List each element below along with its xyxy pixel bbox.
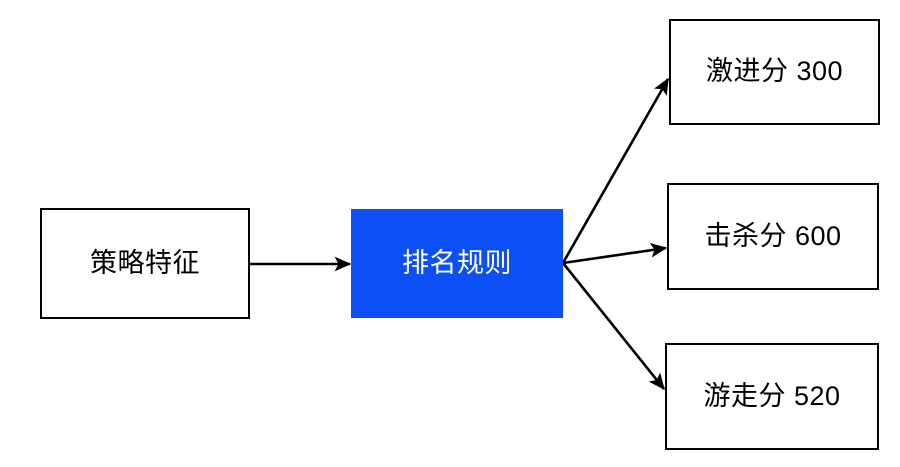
node-aggressive-score[interactable]: 激进分 300 [669,19,880,125]
node-roaming-score[interactable]: 游走分 520 [665,343,879,450]
node-ranking-rule[interactable]: 排名规则 [351,209,563,318]
node-aggressive-score-label: 激进分 300 [705,56,844,87]
edge-rule-out1 [562,242,668,265]
node-strategy-features[interactable]: 策略特征 [40,208,250,319]
edge-rule-out0 [561,77,670,264]
node-roaming-score-label: 游走分 520 [703,380,841,411]
node-strategy-features-label: 策略特征 [90,247,200,278]
node-kill-score-label: 击杀分 600 [704,220,842,251]
edge-rule-out2 [561,262,666,391]
node-kill-score[interactable]: 击杀分 600 [667,183,879,290]
node-ranking-rule-label: 排名规则 [402,247,512,278]
